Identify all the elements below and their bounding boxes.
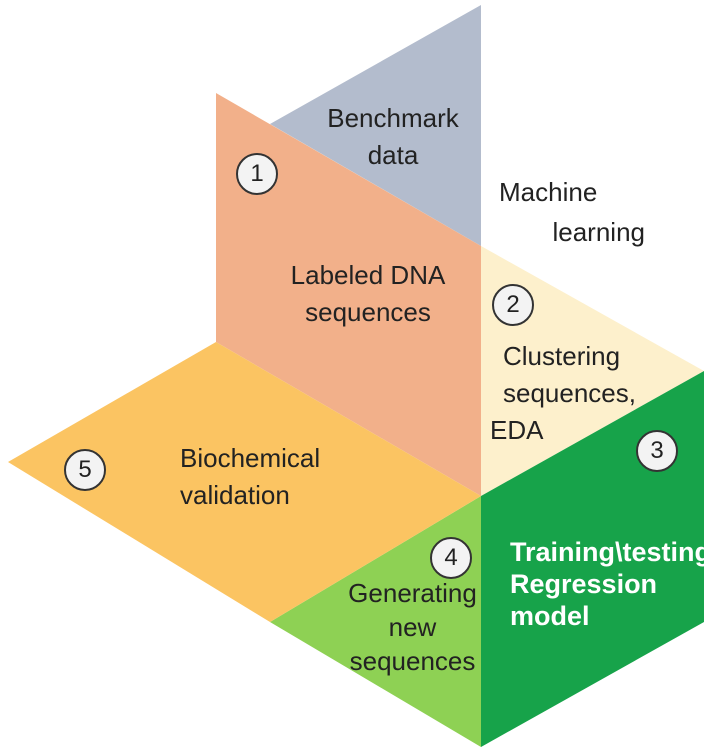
clustering-panel [481,246,704,496]
step-2-badge: 2 [492,284,534,326]
step-5-badge: 5 [64,449,106,491]
benchmark-panel [270,5,481,246]
step-3-badge: 3 [636,430,678,472]
step-4-badge: 4 [430,537,472,579]
labeled-sequences-panel [216,93,481,496]
biochemical-panel [8,342,481,622]
step-1-badge: 1 [236,153,278,195]
generating-panel [270,496,481,747]
